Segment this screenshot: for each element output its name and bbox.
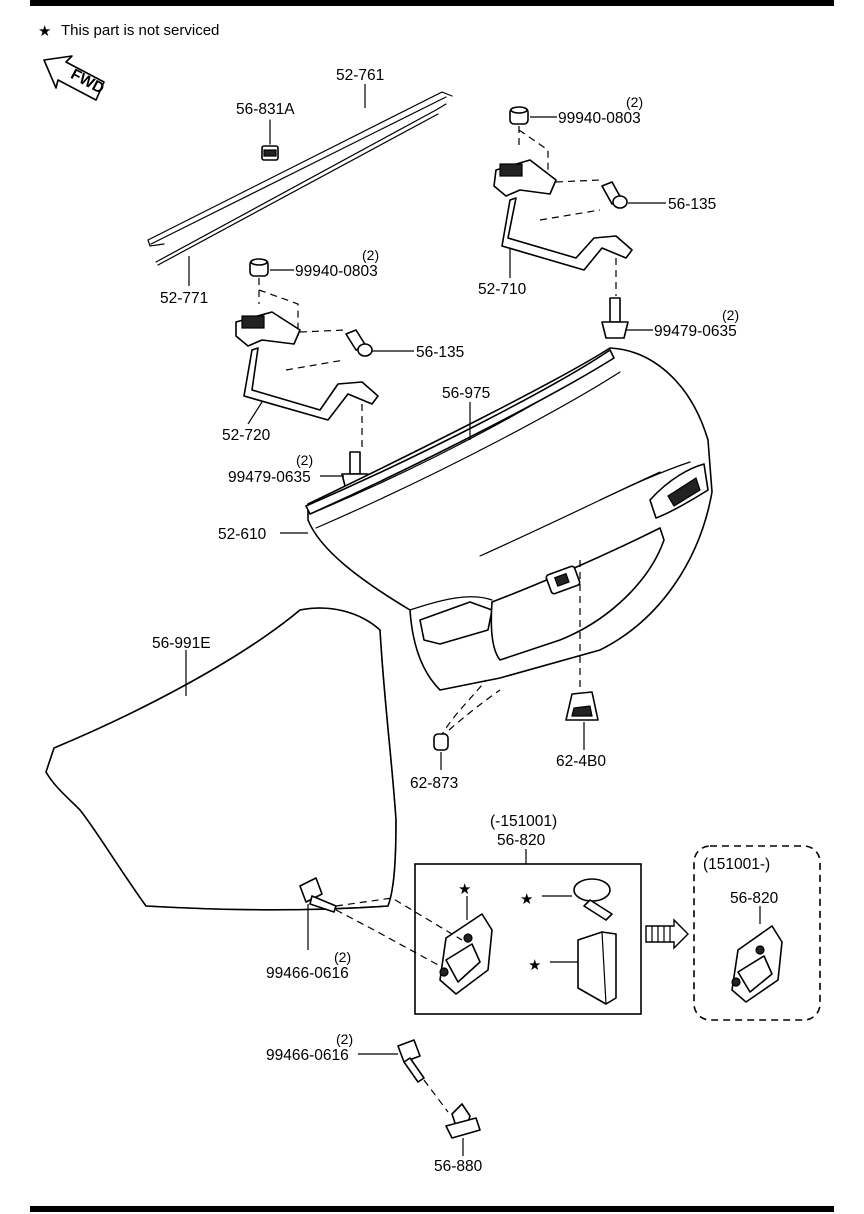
bolt-99466-b bbox=[397, 1039, 425, 1083]
label-52-710: 52-710 bbox=[478, 281, 527, 298]
label-56-135-left: 56-135 bbox=[416, 344, 464, 361]
clip-56-880 bbox=[445, 1103, 481, 1139]
label-99940-0803-left: 99940-0803 bbox=[295, 263, 378, 280]
label-56-820-a: 56-820 bbox=[497, 832, 546, 849]
label-99479-0635-right: 99479-0635 bbox=[654, 323, 737, 340]
label-56-831A: 56-831A bbox=[236, 101, 295, 118]
label-56-991E: 56-991E bbox=[152, 635, 211, 652]
bolt-56-135-right bbox=[601, 181, 628, 209]
qty-99479-0635-left: (2) bbox=[296, 452, 313, 468]
label-56-820-range-a: (-151001) bbox=[490, 813, 557, 830]
star-latch: ★ bbox=[458, 881, 471, 898]
top-border bbox=[30, 0, 834, 6]
qty-99466-0616-b: (2) bbox=[336, 1031, 353, 1047]
hinge-52-720 bbox=[235, 311, 379, 421]
label-52-761: 52-761 bbox=[336, 67, 384, 84]
label-52-720: 52-720 bbox=[222, 427, 271, 444]
label-99466-0616-a: 99466-0616 bbox=[266, 965, 349, 982]
label-99466-0616-b: 99466-0616 bbox=[266, 1047, 349, 1064]
label-52-610: 52-610 bbox=[218, 526, 267, 543]
bolt-99466-a bbox=[299, 877, 337, 913]
nut-99940-right bbox=[509, 106, 529, 125]
qty-99940-0803-top: (2) bbox=[626, 94, 643, 110]
bottom-border bbox=[30, 1206, 834, 1212]
latch-kit-box bbox=[414, 863, 642, 1015]
label-56-880: 56-880 bbox=[434, 1158, 483, 1175]
label-52-771: 52-771 bbox=[160, 290, 208, 307]
star-cable-tie: ★ bbox=[520, 891, 533, 908]
spoiler-56-975 bbox=[305, 349, 615, 515]
weatherstrip-56-991E bbox=[45, 607, 397, 911]
bumper-62-873 bbox=[433, 733, 449, 751]
fwd-arrow-icon: FWD bbox=[43, 55, 107, 101]
qty-99466-0616-a: (2) bbox=[334, 949, 351, 965]
clip-56-831A bbox=[261, 119, 279, 161]
latch-56-820-b bbox=[731, 925, 783, 1003]
hinge-52-710 bbox=[493, 159, 633, 271]
note-star: ★ bbox=[38, 23, 51, 40]
star-label-sheet: ★ bbox=[528, 957, 541, 974]
bolt-56-135-left bbox=[345, 329, 373, 357]
striker-62-4B0 bbox=[565, 691, 599, 721]
cable-tie-icon bbox=[573, 878, 613, 921]
note-text: This part is not serviced bbox=[61, 22, 219, 39]
label-56-820-range-b: (151001-) bbox=[703, 856, 770, 873]
bolt-99479-right bbox=[601, 297, 629, 339]
latch-56-820-a bbox=[439, 913, 493, 995]
trunk-lid-52-610 bbox=[307, 347, 713, 691]
label-56-820-b: 56-820 bbox=[730, 890, 779, 907]
label-99479-0635-left: 99479-0635 bbox=[228, 469, 311, 486]
qty-99479-0635-right: (2) bbox=[722, 307, 739, 323]
qty-99940-0803-left: (2) bbox=[362, 247, 379, 263]
nut-99940-left bbox=[249, 258, 269, 277]
label-62-873: 62-873 bbox=[410, 775, 458, 792]
supersession-arrow-icon bbox=[645, 918, 689, 950]
label-62-4B0: 62-4B0 bbox=[556, 753, 606, 770]
label-99940-0803-top: 99940-0803 bbox=[558, 110, 641, 127]
label-sheet-icon bbox=[577, 931, 617, 1005]
label-56-975: 56-975 bbox=[442, 385, 490, 402]
support-rods bbox=[147, 91, 453, 266]
label-56-135-top: 56-135 bbox=[668, 196, 716, 213]
